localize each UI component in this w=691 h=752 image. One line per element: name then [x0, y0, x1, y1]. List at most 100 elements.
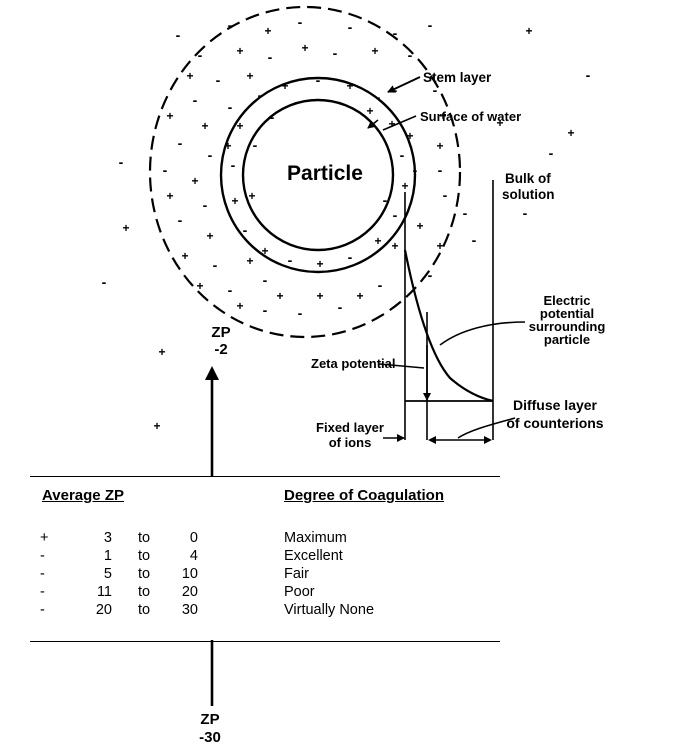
positive-ion: +	[201, 119, 208, 133]
surface-of-water-arrow	[367, 119, 379, 129]
negative-ion: -	[413, 162, 418, 178]
negative-ion: -	[348, 249, 353, 265]
zp-from: 11	[96, 584, 112, 600]
zp-end: 4	[189, 548, 198, 564]
table-row: - 1 to 4 Excellent	[30, 548, 500, 566]
surface-of-water-leader	[382, 115, 417, 131]
fixed-layer-label-2: of ions	[329, 435, 372, 450]
negative-ion: -	[178, 212, 183, 228]
bulk-of-solution-label-2: solution	[502, 187, 555, 202]
negative-ion: -	[208, 147, 213, 163]
positive-ion: +	[246, 254, 253, 268]
zp-to: to	[138, 566, 151, 582]
electric-potential-label-4: particle	[544, 332, 590, 347]
coagulation-table: Average ZP Degree of Coagulation + 3 to …	[30, 476, 500, 642]
negative-ion: -	[193, 92, 198, 108]
positive-ion: +	[231, 194, 238, 208]
positive-ion: +	[166, 109, 173, 123]
positive-ion: +	[276, 289, 283, 303]
table-row: - 20 to 30 Virtually None	[30, 602, 500, 620]
negative-ion: -	[298, 14, 303, 30]
coagulation-degree: Fair	[284, 566, 309, 582]
zp-top-label: ZP	[211, 324, 230, 341]
positive-ion: +	[439, 109, 446, 123]
positive-ion: +	[436, 239, 443, 253]
table-row: - 11 to 20 Poor	[30, 584, 500, 602]
negative-ion: -	[428, 267, 433, 283]
stern-layer-label: Stem layer	[423, 70, 492, 85]
zp-bottom-label: ZP	[200, 711, 219, 728]
positive-ion: +	[371, 44, 378, 58]
negative-ion: -	[228, 99, 233, 115]
diffuse-layer-arrow-right	[484, 436, 492, 444]
zp-to: to	[138, 584, 151, 600]
negative-ion: -	[253, 137, 258, 153]
positive-ion: +	[236, 119, 243, 133]
positive-ion: +	[186, 69, 193, 83]
negative-ion: -	[258, 87, 263, 103]
positive-ion: +	[374, 234, 381, 248]
negative-ion: -	[163, 162, 168, 178]
positive-ion: +	[122, 221, 129, 235]
zp-sign: -	[40, 602, 45, 618]
diffuse-layer-label-2: of counterions	[506, 415, 603, 431]
zp-top-value: -2	[214, 341, 227, 358]
electric-potential-label-3: surrounding	[529, 319, 606, 334]
positive-ion: +	[248, 189, 255, 203]
negative-ion: -	[472, 232, 477, 248]
ion-cloud: --+----+-+--+---++-+-+-+-+-+-+-++---++--…	[102, 14, 591, 433]
zp-end: 30	[181, 602, 198, 618]
positive-ion: +	[158, 345, 165, 359]
positive-ion: +	[525, 24, 532, 38]
diffuse-layer-label-1: Diffuse layer	[513, 397, 598, 413]
zp-from: 3	[103, 530, 112, 546]
negative-ion: -	[463, 205, 468, 221]
coagulation-degree: Excellent	[284, 548, 343, 564]
positive-ion: +	[301, 41, 308, 55]
negative-ion: -	[586, 67, 591, 83]
negative-ion: -	[203, 197, 208, 213]
positive-ion: +	[236, 299, 243, 313]
negative-ion: -	[178, 135, 183, 151]
coagulation-degree: Maximum	[284, 530, 347, 546]
header-average-zp: Average ZP	[42, 487, 124, 504]
zp-sign: -	[40, 548, 45, 564]
electric-potential-curve	[403, 249, 494, 403]
negative-ion: -	[549, 145, 554, 161]
zp-end: 20	[181, 584, 198, 600]
particle-surface-ring	[241, 98, 395, 252]
positive-ion: +	[224, 139, 231, 153]
zp-to: to	[138, 548, 151, 564]
positive-ion: +	[191, 174, 198, 188]
negative-ion: -	[408, 47, 413, 63]
negative-ion: -	[263, 272, 268, 288]
negative-ion: -	[438, 162, 443, 178]
negative-ion: -	[338, 299, 343, 315]
negative-ion: -	[523, 205, 528, 221]
fixed-layer-label-1: Fixed layer	[316, 420, 384, 435]
positive-ion: +	[366, 104, 373, 118]
positive-ion: +	[346, 79, 353, 93]
negative-ion: -	[400, 147, 405, 163]
negative-ion: -	[393, 25, 398, 41]
zeta-potential-leader	[378, 363, 425, 369]
positive-ion: +	[567, 126, 574, 140]
negative-ion: -	[102, 274, 107, 290]
negative-ion: -	[316, 72, 321, 88]
positive-ion: +	[416, 219, 423, 233]
positive-ion: +	[388, 117, 395, 131]
negative-ion: -	[270, 109, 275, 125]
table-row: + 3 to 0 Maximum	[30, 530, 500, 548]
zp-end: 0	[189, 530, 198, 546]
zp-to: to	[138, 530, 151, 546]
positive-ion: +	[356, 289, 363, 303]
positive-ion: +	[316, 289, 323, 303]
table-row: - 5 to 10 Fair	[30, 566, 500, 584]
zp-from: 20	[95, 602, 112, 618]
stern-layer-arrow	[387, 76, 421, 93]
positive-ion: +	[181, 249, 188, 263]
negative-ion: -	[119, 154, 124, 170]
positive-ion: +	[261, 244, 268, 258]
zp-from: 1	[103, 548, 112, 564]
